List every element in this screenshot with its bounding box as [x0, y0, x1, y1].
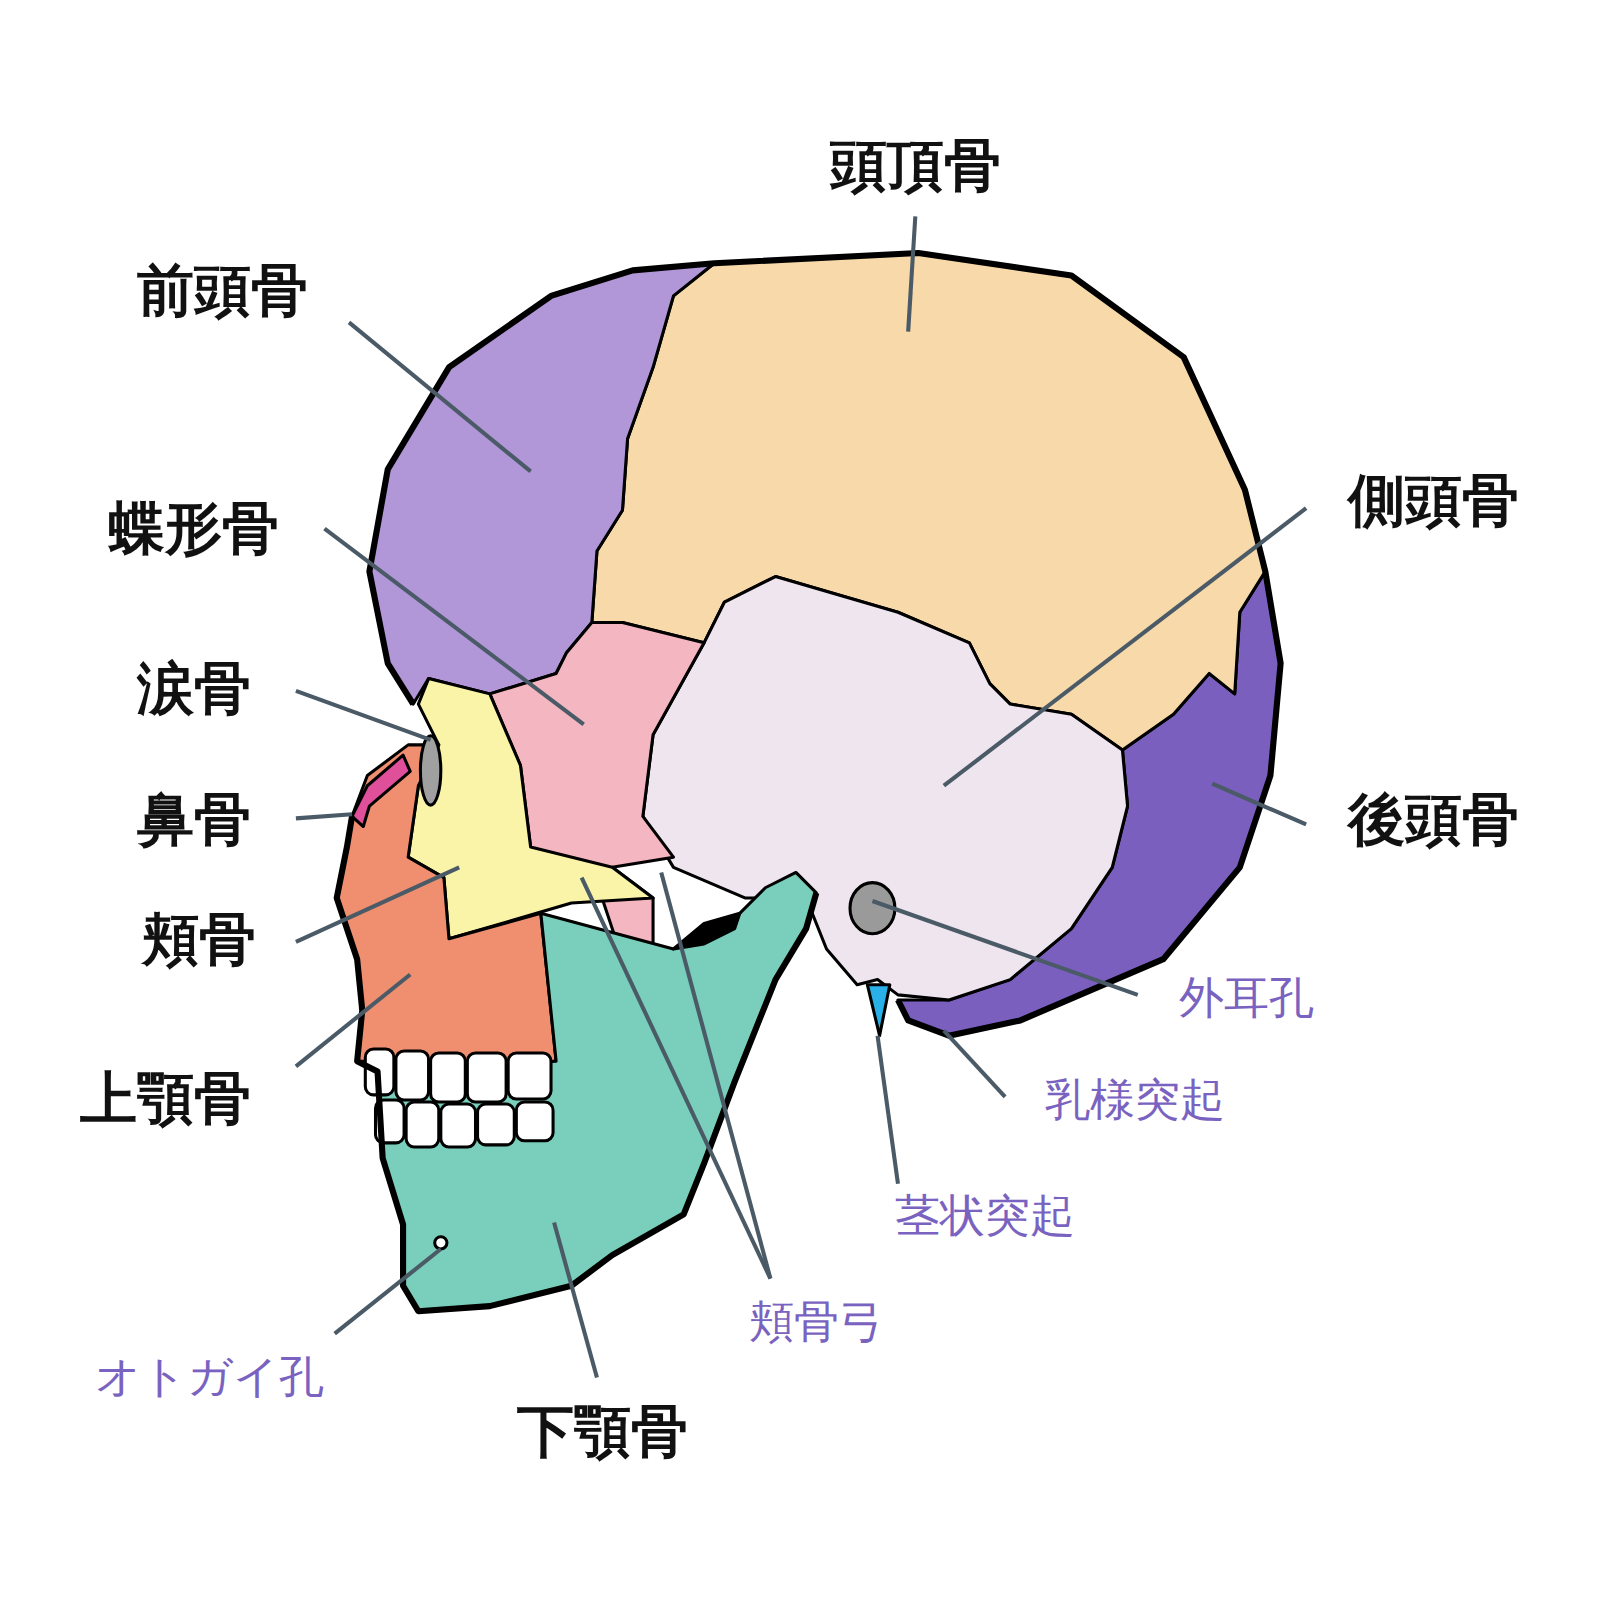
temporal-bone — [643, 577, 1128, 1000]
lacrimal-bone — [420, 736, 440, 805]
bone-label: 側頭骨 — [1348, 469, 1519, 532]
bone-label: 上顎骨 — [80, 1067, 251, 1130]
bone-label: 頭頂骨 — [830, 134, 1001, 197]
skull-outline — [337, 253, 1281, 1311]
leader-lines — [296, 216, 1306, 1377]
landmark-label: 頬骨弓 — [749, 1297, 884, 1347]
nasal-bone — [352, 755, 410, 826]
mandible-bone — [378, 872, 817, 1311]
bone-label: 下顎骨 — [517, 1400, 688, 1463]
bone-label: 蝶形骨 — [108, 497, 279, 560]
mental-foramen — [435, 1237, 447, 1249]
landmark-label: 乳様突起 — [1045, 1075, 1225, 1125]
styloid-process — [867, 985, 889, 1036]
bone-label: 鼻骨 — [137, 788, 251, 851]
bone-label: 頬骨 — [142, 908, 256, 971]
landmark-label: オトガイ孔 — [95, 1352, 324, 1402]
bone-label: 後頭骨 — [1348, 788, 1519, 851]
bone-label: 前頭骨 — [137, 259, 308, 322]
landmark-label: 茎状突起 — [895, 1191, 1075, 1241]
maxilla-bone — [337, 745, 556, 1061]
joint-gap — [673, 913, 739, 949]
bone-label: 涙骨 — [137, 657, 251, 720]
landmark-label: 外耳孔 — [1179, 973, 1314, 1023]
